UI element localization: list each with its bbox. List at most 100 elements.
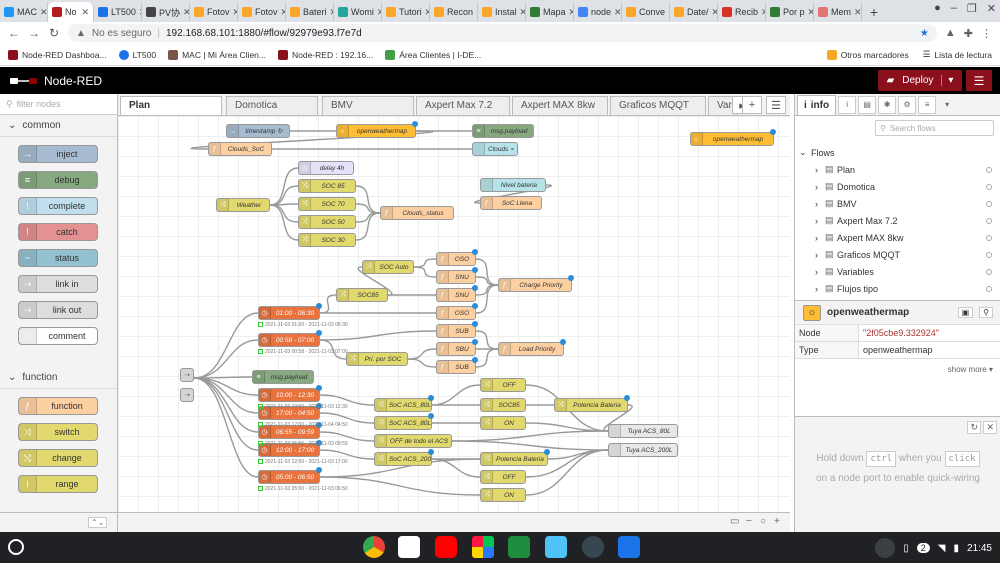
close-tab-icon[interactable]: ✕ bbox=[668, 7, 669, 18]
flows-tree-root[interactable]: ⌄Flows bbox=[799, 147, 835, 158]
palette-node-switch[interactable]: ⤨switch bbox=[18, 423, 98, 441]
browser-tab[interactable]: LT500✕ bbox=[94, 2, 142, 22]
add-flow-icon[interactable]: + bbox=[742, 96, 762, 114]
flow-node[interactable]: ◷06:55 - 09:59 bbox=[258, 422, 322, 439]
flow-node[interactable]: ⤨SOC85 bbox=[480, 398, 526, 412]
bookmark-item[interactable]: Node-RED : 192.16... bbox=[277, 49, 373, 60]
deploy-dropdown-icon[interactable]: ▾ bbox=[941, 75, 953, 86]
tab-domotica[interactable]: Domotica bbox=[226, 96, 318, 115]
flow-tree-item[interactable]: ›▤BMV bbox=[799, 195, 1000, 212]
photos-icon[interactable] bbox=[545, 536, 567, 558]
avatar[interactable] bbox=[875, 538, 896, 558]
browser-tab[interactable]: Tutori✕ bbox=[382, 2, 430, 22]
play-store-icon[interactable] bbox=[472, 536, 494, 558]
close-window-icon[interactable]: ✕ bbox=[986, 3, 996, 15]
browser-tab[interactable]: Mem✕ bbox=[814, 2, 862, 22]
link-in-node[interactable]: ⇢ bbox=[180, 368, 194, 382]
zoom-in-icon[interactable]: + bbox=[774, 516, 780, 527]
close-tab-icon[interactable]: ✕ bbox=[425, 7, 429, 18]
palette-filter[interactable]: ⚲ filter nodes bbox=[0, 94, 117, 115]
gmail-icon[interactable] bbox=[398, 536, 420, 558]
browser-tab[interactable]: Instal✕ bbox=[478, 2, 526, 22]
flow-tree-item[interactable]: ›▤Axpert Max 7.2 bbox=[799, 212, 1000, 229]
close-tab-icon[interactable]: ✕ bbox=[81, 6, 89, 17]
bookmark-item[interactable]: Node-RED Dashboa... bbox=[8, 49, 107, 60]
flow-tree-item[interactable]: ›▤Domotica bbox=[799, 178, 1000, 195]
close-icon[interactable]: ✕ bbox=[983, 421, 997, 434]
flow-node[interactable]: Clouds ⌁ bbox=[472, 142, 518, 156]
flow-node[interactable]: ⤨SOC 70 bbox=[298, 197, 356, 211]
new-tab-button[interactable]: + bbox=[869, 4, 879, 20]
flow-node[interactable]: ◷05:00 - 06:50 bbox=[258, 467, 322, 484]
close-tab-icon[interactable]: ✕ bbox=[761, 7, 765, 18]
flow-node[interactable]: ☼openweathermap bbox=[336, 121, 418, 138]
more-icon[interactable]: ⋮ bbox=[981, 27, 992, 40]
main-menu-button[interactable]: ☰ bbox=[966, 70, 992, 91]
palette-node-status[interactable]: ~status bbox=[18, 249, 98, 267]
drive-icon[interactable]: ▲ bbox=[944, 27, 956, 39]
deploy-button[interactable]: ▰ Deploy ▾ bbox=[878, 70, 962, 91]
tab-axpert-max-8kw[interactable]: Axpert MAX 8kw bbox=[512, 96, 608, 115]
close-tab-icon[interactable]: ✕ bbox=[281, 7, 285, 18]
other-bookmarks[interactable]: Otros marcadores bbox=[826, 49, 909, 60]
palette-node-debug[interactable]: ≡debug bbox=[18, 171, 98, 189]
flow-node[interactable]: ◷delay 4h bbox=[298, 161, 354, 175]
close-tab-icon[interactable]: ✕ bbox=[854, 6, 862, 17]
back-icon[interactable]: ← bbox=[8, 26, 20, 40]
browser-tab[interactable]: Recib✕ bbox=[718, 2, 766, 22]
flow-tree-item[interactable]: ›▤Graficos MQQT bbox=[799, 246, 1000, 263]
flow-node[interactable]: ⤨SoC ACS_200L bbox=[374, 449, 434, 466]
flow-node[interactable]: ☼openweathermap bbox=[690, 129, 776, 146]
palette-category-function[interactable]: ⌄function bbox=[0, 367, 117, 389]
navigator-icon[interactable]: ▭ bbox=[730, 516, 740, 527]
flow-node[interactable]: ⤨Potencia Bateria bbox=[554, 395, 630, 412]
tab-graficos-mqqt[interactable]: Graficos MQQT bbox=[610, 96, 706, 115]
link-in-node[interactable]: ⇢ bbox=[180, 388, 194, 402]
browser-tab[interactable]: Bateri✕ bbox=[286, 2, 334, 22]
browser-tab[interactable]: Por p✕ bbox=[766, 2, 814, 22]
close-tab-icon[interactable]: ✕ bbox=[233, 7, 237, 18]
flow-node[interactable]: ⤨OFF de todo el ACS bbox=[374, 434, 452, 448]
flow-node[interactable]: ⤨SOC 30 bbox=[298, 233, 356, 247]
youtube-icon[interactable] bbox=[435, 536, 457, 558]
browser-tab[interactable]: Conve✕ bbox=[622, 2, 670, 22]
flow-node[interactable]: ⤨ON bbox=[480, 416, 526, 430]
browser-tab[interactable]: Mapa✕ bbox=[526, 2, 574, 22]
database-icon[interactable]: ≡ bbox=[918, 95, 937, 114]
palette-node-change[interactable]: ⤭change bbox=[18, 449, 98, 467]
flow-node[interactable]: ⤨Pri. por SOC bbox=[346, 352, 408, 366]
browser-tab[interactable]: MAC✕ bbox=[0, 2, 48, 22]
flow-tree-item[interactable]: ›▤Axpert MAX 8kw bbox=[799, 229, 1000, 246]
flow-tree-item[interactable]: ›▤Flujos tipo bbox=[799, 280, 1000, 297]
flow-node[interactable]: ◷00:58 - 07:00 bbox=[258, 330, 322, 347]
flow-node[interactable]: ≡msg.payload bbox=[252, 370, 314, 384]
close-tab-icon[interactable]: ✕ bbox=[520, 7, 525, 18]
palette-node-inject[interactable]: →inject bbox=[18, 145, 98, 163]
palette-node-link-in[interactable]: ⇢link in bbox=[18, 275, 98, 293]
flow-node[interactable]: ⤨SOC85 bbox=[336, 288, 388, 302]
close-tab-icon[interactable]: ✕ bbox=[808, 7, 813, 18]
browser-tab[interactable]: No✕ bbox=[48, 2, 94, 22]
browser-tab[interactable]: Fotov✕ bbox=[238, 2, 286, 22]
flow-node[interactable]: ⤨SOC 50 bbox=[298, 215, 356, 229]
close-tab-icon[interactable]: ✕ bbox=[569, 7, 573, 18]
sheets-icon[interactable] bbox=[508, 536, 530, 558]
profile-icon[interactable]: ● bbox=[934, 2, 941, 14]
browser-tab[interactable]: node✕ bbox=[574, 2, 622, 22]
flow-tree-item[interactable]: ›▤Plan bbox=[799, 161, 1000, 178]
reading-list[interactable]: ☰Lista de lectura bbox=[922, 49, 992, 60]
close-tab-icon[interactable]: ✕ bbox=[40, 6, 48, 17]
flow-node[interactable]: Tuya ACS_200L bbox=[608, 443, 678, 457]
close-tab-icon[interactable]: ✕ bbox=[330, 7, 333, 18]
search-icon[interactable]: ⚲ bbox=[979, 307, 993, 318]
flow-tree-item[interactable]: ›▤Variables bbox=[799, 263, 1000, 280]
